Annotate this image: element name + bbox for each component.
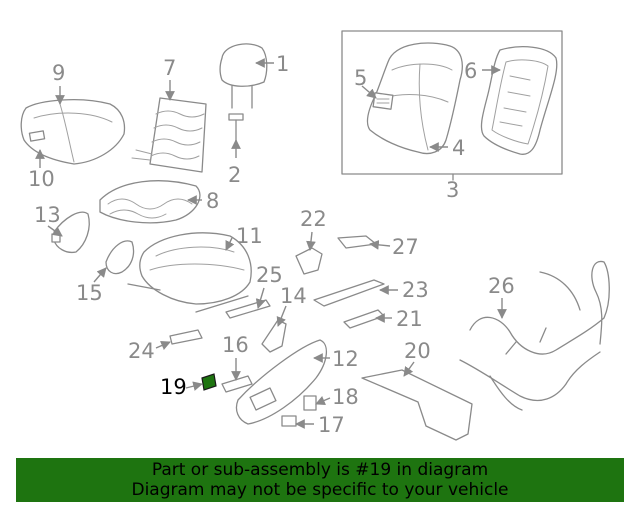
banner-line-2: Diagram may not be specific to your vehi… bbox=[131, 480, 509, 500]
motor-part-22 bbox=[295, 247, 323, 275]
seat-track-frame-part bbox=[127, 232, 252, 313]
label-4: 4 bbox=[452, 136, 465, 160]
label-23: 23 bbox=[402, 278, 429, 302]
banner-line-1: Part or sub-assembly is #19 in diagram bbox=[151, 460, 489, 480]
knob-part-18 bbox=[303, 395, 317, 411]
label-13: 13 bbox=[34, 203, 61, 227]
label-16: 16 bbox=[222, 333, 249, 357]
label-1: 1 bbox=[276, 52, 289, 76]
label-9: 9 bbox=[52, 61, 65, 85]
highlighted-part-19 bbox=[201, 373, 217, 391]
label-19-highlighted: 19 bbox=[160, 375, 187, 399]
rail-part-23 bbox=[313, 279, 385, 307]
wire-harness-part-26 bbox=[459, 260, 610, 411]
spring-mat-part bbox=[131, 97, 207, 173]
label-2: 2 bbox=[228, 163, 241, 187]
label-5: 5 bbox=[354, 66, 367, 90]
label-3: 3 bbox=[446, 178, 459, 202]
label-7: 7 bbox=[163, 56, 176, 80]
label-20: 20 bbox=[404, 339, 431, 363]
latch-part bbox=[105, 240, 135, 275]
label-24: 24 bbox=[128, 339, 155, 363]
label-25: 25 bbox=[256, 263, 283, 287]
headrest-guide-part bbox=[228, 113, 244, 143]
label-22: 22 bbox=[300, 207, 327, 231]
label-18: 18 bbox=[332, 385, 359, 409]
knob-part-17 bbox=[281, 415, 297, 427]
label-27: 27 bbox=[392, 235, 419, 259]
label-14: 14 bbox=[280, 284, 307, 308]
info-banner: Part or sub-assembly is #19 in diagram D… bbox=[16, 458, 624, 502]
label-8: 8 bbox=[206, 189, 219, 213]
parts-diagram: 1 2 3 4 5 6 7 8 9 10 11 12 13 14 15 16 1… bbox=[20, 30, 610, 441]
label-10: 10 bbox=[28, 167, 55, 191]
trim-part-25 bbox=[225, 299, 271, 319]
label-12: 12 bbox=[332, 347, 359, 371]
label-6: 6 bbox=[464, 59, 477, 83]
link-part-14 bbox=[261, 319, 287, 353]
headrest-part bbox=[219, 43, 268, 109]
label-11: 11 bbox=[236, 224, 263, 248]
rail-part-21 bbox=[343, 309, 385, 329]
label-17: 17 bbox=[318, 413, 345, 437]
side-trim-part-12 bbox=[235, 339, 327, 425]
module-part-27 bbox=[337, 235, 377, 249]
label-15: 15 bbox=[76, 281, 103, 305]
wire-frame-part bbox=[99, 180, 201, 224]
seat-cushion-part bbox=[20, 98, 126, 165]
label-26: 26 bbox=[488, 274, 515, 298]
bracket-part-20 bbox=[361, 369, 473, 441]
label-21: 21 bbox=[396, 307, 423, 331]
cover-part-24 bbox=[169, 329, 203, 345]
